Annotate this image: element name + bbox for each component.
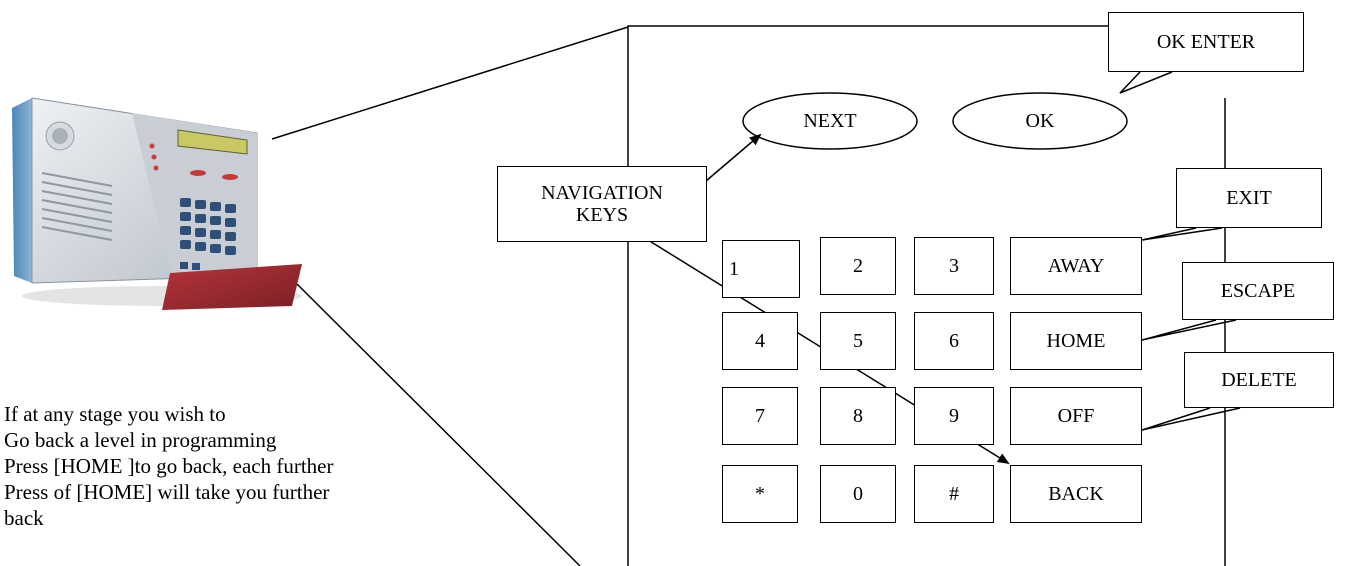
key-5: 5: [820, 312, 896, 370]
key-6: 6: [914, 312, 994, 370]
alarm-panel-illustration: [12, 97, 302, 310]
next-key-label: NEXT: [803, 109, 857, 132]
key-home: HOME: [1010, 312, 1142, 370]
projection-line-top: [271, 26, 629, 140]
projection-line-bottom: [296, 283, 581, 566]
exit-callout-tail: [1141, 227, 1223, 241]
ok-key-oval: [952, 92, 1128, 150]
key-7: 7: [722, 387, 798, 445]
key-4: 4: [722, 312, 798, 370]
key-2: 2: [820, 237, 896, 295]
escape-callout-tail: [1141, 319, 1237, 341]
navigation-keys-callout: NAVIGATION KEYS: [497, 166, 707, 242]
key-1: 1: [722, 240, 800, 298]
key-9: 9: [914, 387, 994, 445]
exit-callout: EXIT: [1176, 168, 1322, 228]
delete-callout: DELETE: [1184, 352, 1334, 408]
escape-callout: ESCAPE: [1182, 262, 1334, 320]
key-off: OFF: [1010, 387, 1142, 445]
key-0: 0: [820, 465, 896, 523]
key-3: 3: [914, 237, 994, 295]
next-key-oval: [742, 92, 918, 150]
instruction-note: If at any stage you wish to Go back a le…: [4, 402, 334, 530]
ok-key-label: OK: [1025, 109, 1055, 132]
ok-enter-callout: OK ENTER: [1108, 12, 1304, 72]
key-away: AWAY: [1010, 237, 1142, 295]
key-star: *: [722, 465, 798, 523]
arrow-to-next: [705, 133, 762, 182]
key-8: 8: [820, 387, 896, 445]
key-back: BACK: [1010, 465, 1142, 523]
ok-enter-callout-tail: [1119, 71, 1173, 94]
key-hash: #: [914, 465, 994, 523]
delete-callout-tail: [1141, 407, 1241, 431]
